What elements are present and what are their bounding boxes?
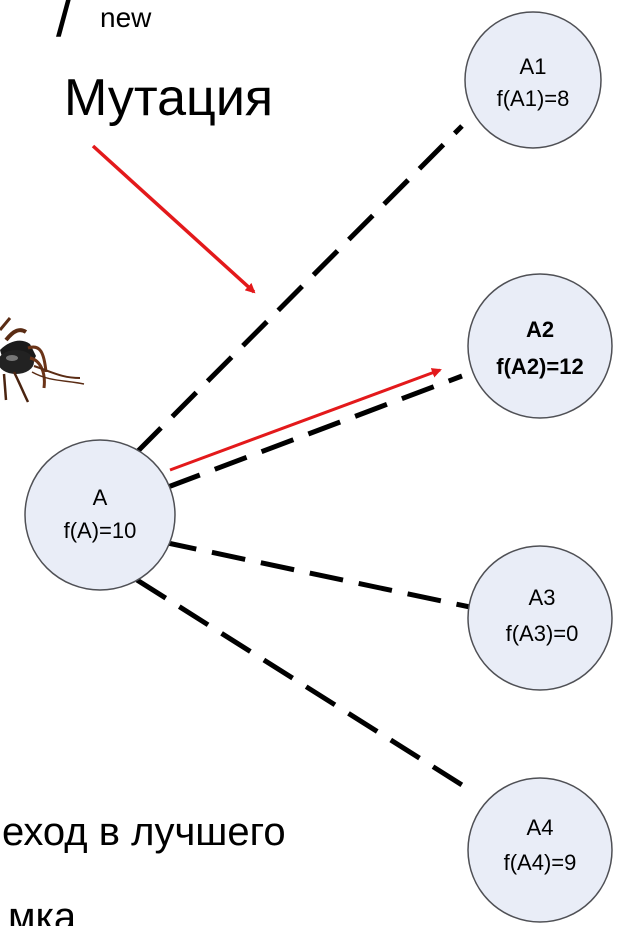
- node-a: A f(A)=10: [24, 439, 176, 591]
- node-a1: A1 f(A1)=8: [464, 11, 602, 149]
- node-a3-name: A3: [529, 585, 556, 610]
- node-a2: A2 f(A2)=12: [467, 273, 613, 419]
- slash-glyph: /: [56, 0, 73, 49]
- node-a4: A4 f(A4)=9: [467, 777, 613, 923]
- edge-a-a2: [167, 373, 463, 490]
- edge-a-a1: [135, 124, 464, 454]
- node-a1-name: A1: [520, 54, 547, 79]
- node-a4-name: A4: [527, 815, 554, 840]
- footer-line-1: еход в лучшего: [2, 810, 286, 854]
- subscript-new: new: [100, 2, 152, 33]
- footer-line-2: мка: [8, 895, 77, 926]
- mutation-label: Мутация: [64, 69, 274, 127]
- node-a-name: A: [93, 485, 108, 510]
- node-a4-value: f(A4)=9: [504, 850, 577, 875]
- node-a-value: f(A)=10: [64, 518, 137, 543]
- node-a3-value: f(A3)=0: [506, 621, 579, 646]
- ant-icon: [0, 317, 85, 403]
- edge-a-a4: [135, 577, 472, 793]
- edge-a-a3: [162, 539, 471, 610]
- node-a1-value: f(A1)=8: [497, 86, 570, 111]
- move-to-best-arrow: [169, 368, 442, 472]
- mutation-arrow: [91, 144, 256, 294]
- node-a2-name: A2: [526, 317, 554, 342]
- node-a2-value: f(A2)=12: [496, 354, 583, 379]
- node-a3: A3 f(A3)=0: [467, 545, 613, 691]
